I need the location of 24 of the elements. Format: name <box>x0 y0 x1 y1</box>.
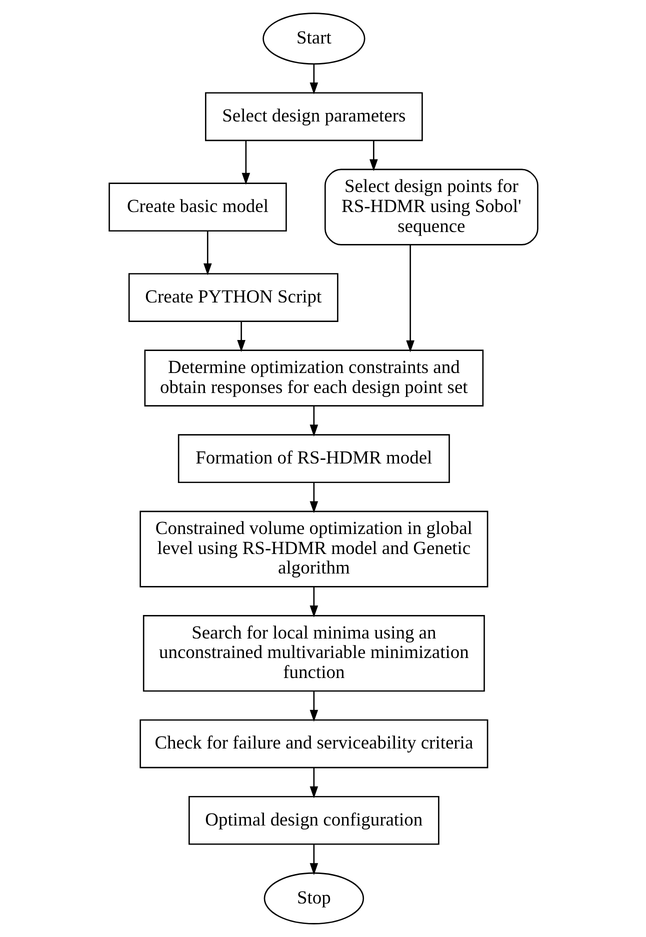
arrow <box>309 768 318 798</box>
arrow <box>406 245 414 352</box>
node-box: Check for failure and serviceability criteria <box>139 719 488 768</box>
arrow <box>309 691 318 722</box>
node-box: Formation of RS-HDMR model <box>177 434 450 484</box>
node-box: Search for local minima using an unconstrained multivariable minimization function <box>142 615 484 692</box>
arrow <box>309 844 318 876</box>
node-box: Select design parameters <box>204 92 422 142</box>
arrow <box>309 406 318 437</box>
arrow <box>236 322 245 352</box>
node-box: Select design points for RS-HDMR using Sobol' sequence <box>324 168 538 246</box>
node-ellipse: Start <box>262 12 365 65</box>
arrow <box>309 64 318 94</box>
arrow <box>309 482 318 514</box>
node-box: Constrained volume optimization in global level using RS-HDMR model and Genetic algorithm <box>139 510 488 588</box>
arrow <box>202 231 212 276</box>
arrow <box>369 140 378 172</box>
node-ellipse: Stop <box>263 872 364 924</box>
node-box: Optimal design configuration <box>188 796 439 845</box>
node-box: Create basic model <box>108 182 286 232</box>
node-box: Determine optimization constraints and obtain responses for each design point set <box>144 350 484 406</box>
arrow <box>309 586 318 618</box>
arrow <box>241 140 250 185</box>
node-box: Create PYTHON Script <box>128 273 338 322</box>
